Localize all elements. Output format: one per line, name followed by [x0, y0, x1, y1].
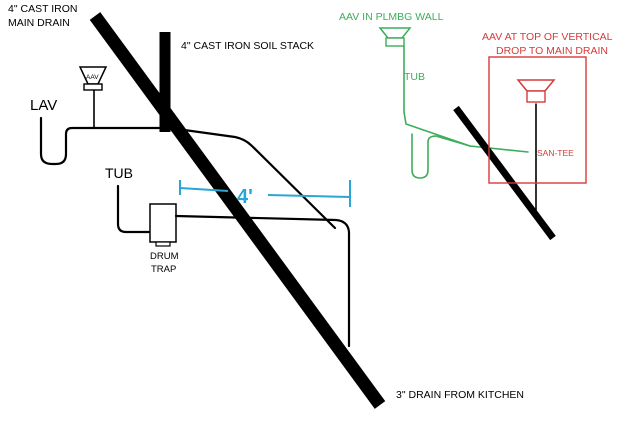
green-trap-u [411, 133, 471, 179]
aav-top-base-icon [526, 90, 546, 103]
drum-trap-cleanout-icon [155, 241, 171, 247]
main-drain-label-line1: 4" CAST IRON [8, 3, 77, 15]
san-tee-label: SAN-TEE [537, 148, 574, 158]
aav-wall-icon [378, 27, 412, 39]
lav-branch-pipe [168, 126, 337, 230]
main-drain-pipe [89, 12, 386, 409]
tub-branch-pipe [116, 184, 152, 234]
main-drain-label-line2: MAIN DRAIN [8, 17, 70, 29]
aav-wall-base-icon [385, 37, 405, 47]
drum-trap-label-line2: TRAP [151, 264, 176, 275]
tub-horizontal-pipe [174, 214, 351, 348]
green-tub-trap-pipe [403, 111, 529, 153]
tub-left-label: TUB [105, 165, 133, 181]
aav-top-box [488, 56, 587, 184]
drum-trap-icon [149, 203, 177, 243]
tub-right-label: TUB [404, 71, 425, 83]
lav-label: LAV [30, 97, 57, 114]
right-drain-pipe [453, 105, 556, 241]
aav-vent-base-icon [83, 83, 103, 91]
aav-top-label-line1: AAV AT TOP OF VERTICAL [482, 31, 613, 43]
kitchen-drain-label: 3" DRAIN FROM KITCHEN [396, 389, 524, 401]
soil-stack-label: 4" CAST IRON SOIL STACK [181, 40, 314, 52]
drum-trap-label-line1: DRUM [150, 251, 179, 262]
lav-trap-pipe [39, 116, 172, 166]
aav-top-icon [516, 79, 556, 92]
dimension-marker [179, 180, 351, 207]
aav-wall-label: AAV IN PLMBG WALL [339, 11, 444, 23]
aav-small-label: AAV [86, 74, 99, 81]
aav-top-label-line2: DROP TO MAIN DRAIN [496, 45, 608, 57]
dimension-label: 4' [237, 186, 253, 208]
